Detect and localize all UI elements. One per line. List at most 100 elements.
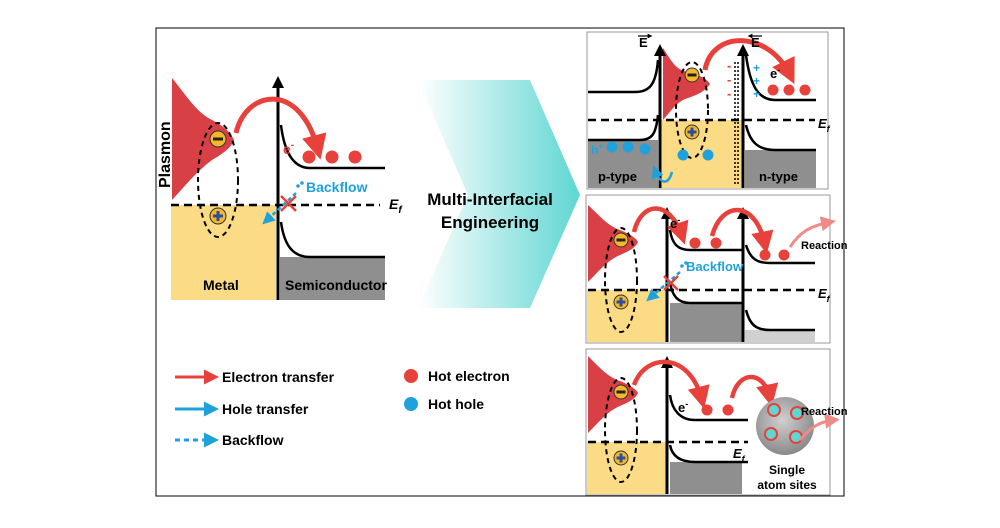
semiconductor-block: [670, 462, 742, 494]
hot-hole: [622, 141, 634, 153]
p-type-label: p-type: [598, 169, 637, 184]
semiconductor-block-1: [670, 303, 742, 342]
legend-hot-electron: Hot electron: [428, 368, 510, 384]
center-line2: Engineering: [441, 213, 539, 232]
hot-electron: [701, 404, 713, 416]
electron-transfer-arrow-2: [709, 207, 774, 254]
backflow-label: Backflow: [686, 259, 744, 274]
sites-label-line2: atom sites: [757, 478, 817, 492]
electron-label: e-: [283, 140, 294, 157]
hot-electron: [710, 237, 722, 249]
conduction-band: [668, 394, 748, 422]
plasmon-lobe: [588, 356, 638, 433]
svg-text:+: +: [753, 74, 760, 88]
semiconductor-block: [280, 257, 385, 300]
legend-hot-electron-dot: [404, 369, 418, 383]
n-type-block: [745, 150, 816, 188]
center-line1: Multi-Interfacial: [427, 190, 553, 209]
fermi-label: Ef: [389, 196, 403, 216]
single-atom-site: [764, 427, 778, 441]
hot-electron: [722, 404, 734, 416]
electron-label: e-: [670, 215, 680, 231]
plus-charge: +: [753, 61, 760, 75]
center-arrow: Multi-Interfacial Engineering: [418, 80, 580, 308]
n-valence-band: [744, 124, 816, 152]
conduction-band-2: [744, 244, 815, 265]
plasmon-lobe: [588, 205, 638, 282]
n-conduction-band: [744, 54, 816, 102]
single-atom-site: [790, 406, 804, 420]
reaction-label: Reaction: [801, 406, 848, 418]
hot-hole: [677, 149, 689, 161]
electron-transfer-arrow: [702, 38, 795, 84]
hole-label: h+: [591, 141, 604, 157]
metal-label: Metal: [203, 277, 239, 293]
electron-hole-pair: [675, 61, 709, 159]
fermi-label: Ef: [818, 286, 831, 304]
svg-text:-: -: [727, 72, 731, 87]
hot-electron: [783, 84, 795, 96]
electron-transfer-arrow: [233, 96, 327, 160]
reaction-label: Reaction: [801, 240, 848, 252]
fermi-label: Ef: [733, 446, 746, 464]
hot-electron: [325, 150, 339, 164]
p-conduction-band: [588, 59, 660, 94]
field-right-label: E: [751, 35, 760, 50]
valence-band-2: [744, 309, 815, 332]
hot-electron: [778, 249, 790, 261]
legend-hot-hole: Hot hole: [428, 396, 484, 412]
single-atom-site: [789, 430, 803, 444]
single-atom-site: [767, 403, 781, 417]
panel-b: e- Reaction Backflow Ef: [585, 194, 848, 344]
semiconductor-block-2: [745, 330, 815, 342]
hot-hole: [702, 149, 714, 161]
fermi-label: Ef: [818, 116, 831, 134]
metal-block: [660, 120, 742, 188]
electron-hole-pair: [197, 122, 239, 238]
plasmon-lobe: [663, 48, 710, 120]
field-left-label: E: [639, 35, 648, 50]
left-panel: e- Backflow Ef Metal Semiconductor Plasm…: [157, 76, 403, 300]
plasmon-lobe: [172, 78, 234, 200]
metal-block: [587, 442, 666, 494]
valence-band: [668, 444, 748, 464]
electron-label: e-: [678, 399, 688, 415]
legend-hot-hole-dot: [404, 397, 418, 411]
electron-transfer-arrow-2: [729, 374, 779, 407]
engineering-arrow: [418, 80, 580, 308]
valence-band-1: [668, 281, 743, 305]
legend-electron-transfer: Electron transfer: [222, 369, 335, 385]
panel-c: e- Ef Reaction Single atom sites: [585, 348, 848, 496]
hot-electron: [767, 84, 779, 96]
legend: Electron transfer Hole transfer Backflow…: [175, 368, 510, 448]
semiconductor-label: Semiconductor: [285, 277, 387, 293]
plasmon-axis-label: Plasmon: [157, 121, 174, 188]
hot-electron: [689, 237, 701, 249]
reaction-arrow: [788, 216, 836, 248]
electron-hole-pair: [604, 377, 638, 483]
conduction-band: [279, 124, 385, 170]
hot-electron: [759, 249, 771, 261]
hot-hole: [639, 143, 651, 155]
electron-transfer-arrow-1: [631, 359, 710, 409]
backflow-label: Backflow: [306, 179, 368, 195]
legend-backflow: Backflow: [222, 432, 284, 448]
legend-hole-transfer: Hole transfer: [222, 401, 309, 417]
hot-electron: [799, 84, 811, 96]
electron-transfer-arrow-1: [631, 206, 689, 245]
electron-label: e-: [770, 65, 780, 81]
hole-transfer-arrow: [651, 165, 674, 183]
svg-text:-: -: [727, 86, 731, 101]
hot-electron: [348, 150, 362, 164]
hot-electron: [302, 150, 316, 164]
sites-label-line1: Single: [769, 463, 805, 477]
svg-text:+: +: [753, 87, 760, 101]
hot-hole: [606, 141, 618, 153]
reaction-arrow: [798, 413, 840, 441]
n-type-label: n-type: [759, 169, 798, 184]
minus-charge: -: [727, 58, 731, 73]
panel-a: e- - - - + + + E E h+ p-type n-type Ef: [586, 31, 831, 190]
valence-band: [279, 221, 385, 259]
